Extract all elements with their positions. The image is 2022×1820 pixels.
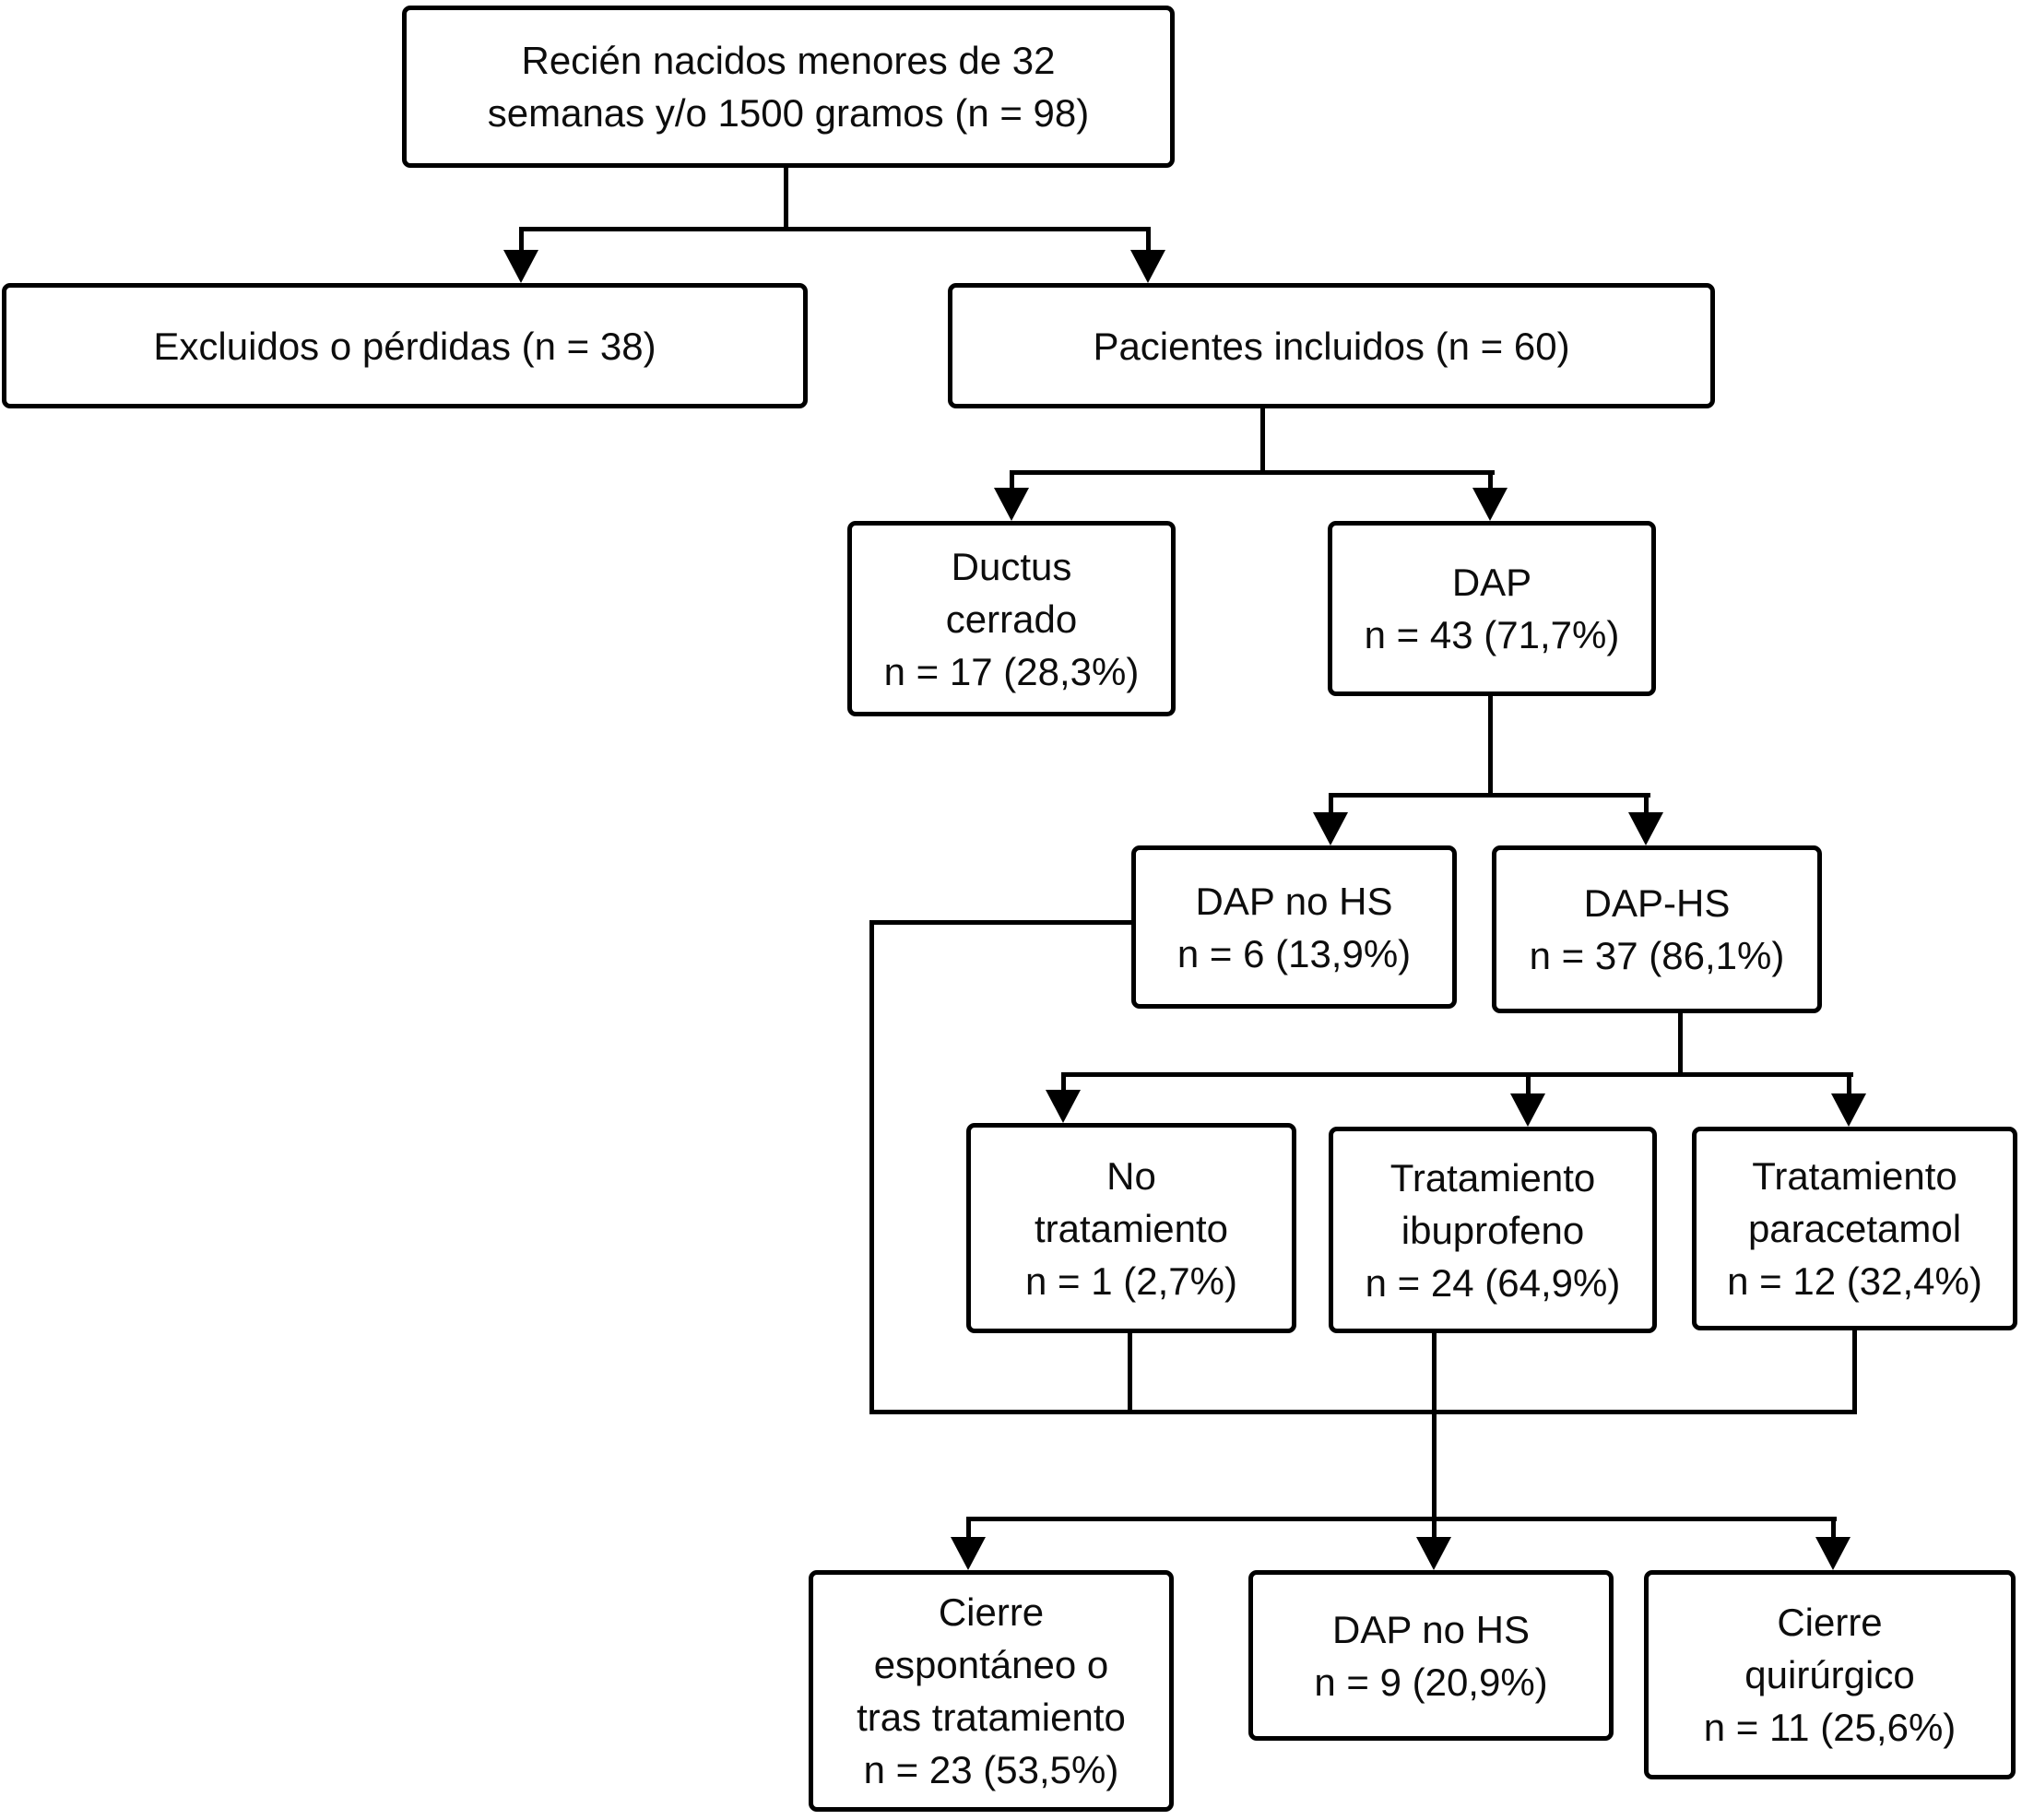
flow-node-dap: DAP n = 43 (71,7%) bbox=[1328, 521, 1656, 696]
node-text: n = 12 (32,4%) bbox=[1727, 1259, 1982, 1303]
node-text: n = 43 (71,7%) bbox=[1364, 613, 1620, 656]
node-text: n = 9 (20,9%) bbox=[1314, 1660, 1548, 1704]
flow-node-cierre-quirurgico: Cierre quirúrgico n = 11 (25,6%) bbox=[1644, 1570, 2016, 1779]
flow-node-ductus-cerrado: Ductus cerrado n = 17 (28,3%) bbox=[847, 521, 1176, 716]
node-text: ibuprofeno bbox=[1401, 1208, 1585, 1252]
flow-node-dap-hs: DAP-HS n = 37 (86,1%) bbox=[1492, 845, 1822, 1013]
connector-line bbox=[966, 1517, 971, 1542]
node-text: n = 23 (53,5%) bbox=[863, 1748, 1119, 1791]
connector-line bbox=[1644, 793, 1649, 819]
node-text: Pacientes incluidos (n = 60) bbox=[1093, 324, 1570, 368]
node-text: DAP bbox=[1451, 561, 1532, 604]
node-text: paracetamol bbox=[1747, 1207, 1962, 1250]
connector-line bbox=[869, 920, 874, 1414]
connector-line bbox=[1432, 1330, 1437, 1414]
connector-line bbox=[1432, 1410, 1437, 1521]
connector-line bbox=[1061, 1072, 1066, 1095]
flow-node-pacientes-incluidos: Pacientes incluidos (n = 60) bbox=[948, 283, 1715, 408]
connector-line bbox=[1329, 793, 1333, 819]
node-text: Cierre bbox=[938, 1590, 1045, 1634]
arrow-down-icon bbox=[1472, 488, 1508, 521]
arrow-down-icon bbox=[951, 1537, 986, 1570]
arrow-down-icon bbox=[1313, 812, 1348, 845]
node-text: Tratamiento bbox=[1752, 1154, 1957, 1198]
arrow-down-icon bbox=[1416, 1537, 1451, 1570]
node-text: n = 1 (2,7%) bbox=[1025, 1259, 1237, 1303]
arrow-down-icon bbox=[1510, 1093, 1545, 1127]
node-text: Recién nacidos menores de 32 bbox=[521, 39, 1056, 82]
node-text: n = 6 (13,9%) bbox=[1177, 931, 1412, 975]
node-text: n = 17 (28,3%) bbox=[883, 649, 1140, 693]
connector-line bbox=[519, 227, 1150, 231]
flow-node-tratamiento-paracetamol: Tratamiento paracetamol n = 12 (32,4%) bbox=[1692, 1127, 2017, 1330]
flow-node-recien-nacidos: Recién nacidos menores de 32 semanas y/o… bbox=[402, 6, 1175, 168]
connector-line bbox=[1432, 1517, 1437, 1542]
node-text: espontáneo o bbox=[873, 1643, 1109, 1686]
node-text: n = 24 (64,9%) bbox=[1365, 1260, 1621, 1305]
arrow-down-icon bbox=[1046, 1090, 1081, 1123]
connector-line bbox=[1831, 1517, 1836, 1542]
arrow-down-icon bbox=[503, 250, 538, 283]
connector-line bbox=[1329, 793, 1650, 798]
flow-node-dap-no-hs-9: DAP no HS n = 9 (20,9%) bbox=[1248, 1570, 1614, 1741]
arrow-down-icon bbox=[1831, 1093, 1866, 1127]
node-text: Excluidos o pérdidas (n = 38) bbox=[153, 324, 656, 368]
node-text: quirúrgico bbox=[1744, 1653, 1915, 1696]
connector-line bbox=[1128, 1330, 1132, 1414]
connector-line bbox=[1526, 1072, 1531, 1098]
flow-node-tratamiento-ibuprofeno: Tratamiento ibuprofeno n = 24 (64,9%) bbox=[1329, 1127, 1657, 1333]
connector-line bbox=[1852, 1328, 1857, 1414]
node-text: Cierre bbox=[1777, 1601, 1883, 1644]
connector-line bbox=[784, 166, 788, 230]
flow-node-excluidos: Excluidos o pérdidas (n = 38) bbox=[2, 283, 808, 408]
connector-line bbox=[1488, 470, 1493, 493]
connector-line bbox=[1847, 1072, 1851, 1098]
node-text: DAP no HS bbox=[1332, 1607, 1530, 1651]
node-text: DAP no HS bbox=[1195, 879, 1393, 923]
connector-line bbox=[1010, 470, 1014, 493]
connector-line bbox=[869, 920, 1135, 925]
node-text: n = 11 (25,6%) bbox=[1703, 1706, 1957, 1749]
flow-node-cierre-espontaneo: Cierre espontáneo o tras tratamiento n =… bbox=[809, 1570, 1174, 1812]
node-text: Ductus bbox=[951, 544, 1072, 588]
node-text: cerrado bbox=[945, 597, 1078, 641]
flow-node-dap-no-hs-6: DAP no HS n = 6 (13,9%) bbox=[1131, 845, 1457, 1009]
connector-line bbox=[519, 227, 524, 256]
node-text: semanas y/o 1500 gramos (n = 98) bbox=[487, 91, 1090, 135]
connector-line bbox=[1010, 470, 1495, 475]
flow-node-no-tratamiento: No tratamiento n = 1 (2,7%) bbox=[966, 1123, 1296, 1333]
node-text: n = 37 (86,1%) bbox=[1529, 934, 1785, 977]
arrow-down-icon bbox=[1130, 250, 1165, 283]
arrow-down-icon bbox=[1815, 1537, 1851, 1570]
node-text: Tratamiento bbox=[1389, 1155, 1596, 1200]
node-text: DAP-HS bbox=[1583, 881, 1731, 925]
connector-line bbox=[966, 1517, 1837, 1521]
node-text: tras tratamiento bbox=[857, 1696, 1126, 1739]
node-text: No bbox=[1106, 1153, 1156, 1198]
arrow-down-icon bbox=[994, 488, 1029, 521]
connector-line bbox=[1061, 1072, 1853, 1077]
connector-line bbox=[1678, 1011, 1683, 1077]
connector-line bbox=[1260, 407, 1265, 475]
arrow-down-icon bbox=[1628, 812, 1663, 845]
connector-line bbox=[1146, 227, 1151, 256]
connector-line bbox=[1488, 694, 1493, 798]
node-text: tratamiento bbox=[1034, 1206, 1229, 1250]
connector-line bbox=[869, 1410, 1857, 1414]
